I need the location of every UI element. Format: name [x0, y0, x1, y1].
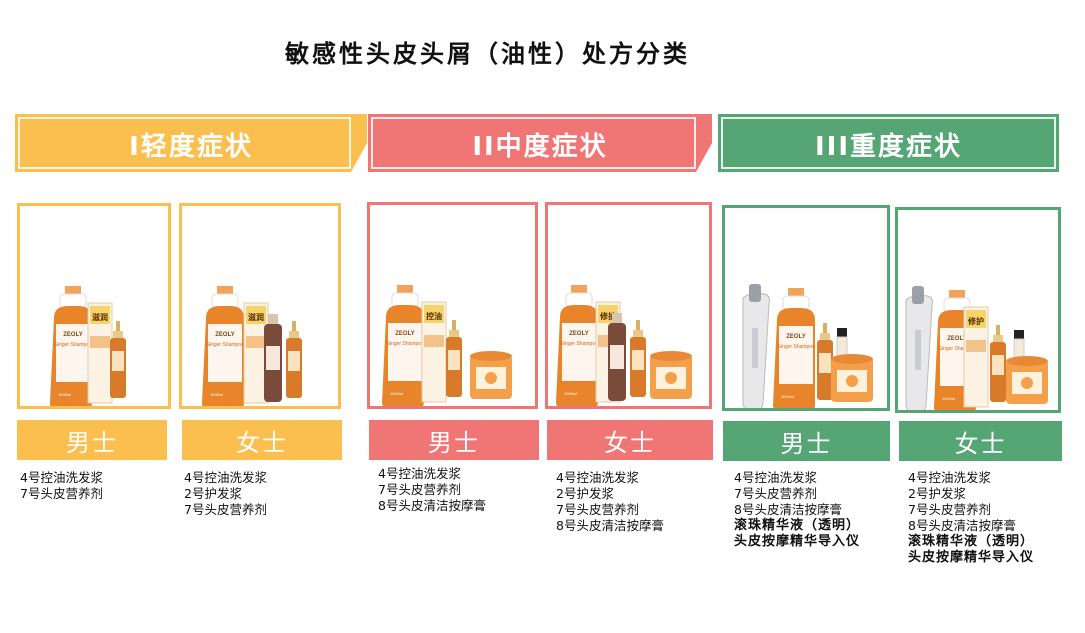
tag-male-severe: 男士 [723, 421, 890, 461]
dropper-bottle-icon [630, 320, 646, 397]
tag-female-mild: 女士 [182, 420, 342, 460]
list-item: 2号护发浆 [908, 486, 966, 501]
svg-text:Ginger Shampoo: Ginger Shampoo [54, 342, 92, 348]
list-item: 7号头皮营养剂 [378, 482, 461, 497]
list-item: 滚珠精华液（透明） [908, 534, 1035, 549]
list-item: 8号头皮清洁按摩膏 [908, 518, 1016, 533]
svg-text:Ginger Shampoo: Ginger Shampoo [938, 346, 976, 352]
product-card-severe-male: ZEOLY Ginger Shampoo 1000ml [722, 205, 890, 411]
list-item: 7号头皮营养剂 [734, 486, 817, 501]
svg-text:滋润: 滋润 [248, 312, 264, 322]
tag-female-severe: 女士 [899, 421, 1062, 461]
level-banner-moderate: II中度症状 [368, 114, 712, 172]
product-card-mild-male: ZEOLY Ginger Shampoo 1000ml 滋润 [17, 203, 171, 409]
shampoo-bottle-icon: ZEOLY Ginger Shampoo 1000ml [202, 286, 244, 406]
svg-text:1000ml: 1000ml [564, 391, 577, 396]
product-image: ZEOLY Ginger Shampoo 1000ml 滋润 [50, 286, 126, 406]
svg-text:Ginger Shampoo: Ginger Shampoo [206, 342, 244, 348]
list-item: 滚珠精华液（透明） [734, 518, 861, 533]
svg-text:ZEOLY: ZEOLY [947, 336, 966, 342]
prescription-list-mild-female: 4号控油洗发浆 2号护发浆 7号头皮营养剂 [184, 470, 267, 518]
list-item: 2号护发浆 [556, 486, 614, 501]
dropper-bottle-icon [110, 321, 126, 398]
product-image: ZEOLY Ginger Shampoo 1000ml 滋润 [202, 286, 302, 406]
list-item: 4号控油洗发浆 [378, 466, 461, 481]
cream-jar-icon [650, 351, 692, 399]
svg-text:ZEOLY: ZEOLY [395, 331, 414, 337]
list-item: 8号头皮清洁按摩膏 [734, 502, 842, 517]
list-item: 头皮按摩精华导入仪 [908, 550, 1035, 565]
list-item: 4号控油洗发浆 [908, 470, 991, 485]
level-label-moderate: II中度症状 [472, 131, 608, 162]
prescription-list-mild-male: 4号控油洗发浆 7号头皮营养剂 [20, 470, 103, 502]
svg-text:Ginger Shampoo: Ginger Shampoo [560, 341, 598, 347]
product-card-moderate-female: ZEOLY Ginger Shampoo 1000ml 修护 [545, 202, 712, 409]
conditioner-bottle-icon [264, 314, 282, 402]
list-item: 4号控油洗发浆 [734, 470, 817, 485]
dropper-bottle-icon [446, 320, 462, 397]
svg-text:Ginger Shampoo: Ginger Shampoo [386, 341, 424, 347]
shampoo-bottle-icon: ZEOLY Ginger Shampoo 1000ml [773, 288, 815, 408]
level-label-mild: I轻度症状 [129, 131, 253, 162]
product-image: ZEOLY Ginger Shampoo 1000ml 修护 [556, 285, 692, 406]
product-box-icon: 控油 [421, 301, 447, 403]
tag-male-mild: 男士 [17, 420, 167, 460]
list-item: 头皮按摩精华导入仪 [734, 534, 861, 549]
list-item: 2号护发浆 [184, 486, 242, 501]
prescription-list-severe-male: 4号控油洗发浆 7号头皮营养剂 8号头皮清洁按摩膏 滚珠精华液（透明） 头皮按摩… [734, 470, 860, 550]
massage-device-icon [905, 286, 933, 410]
cream-jar-icon [1006, 356, 1048, 404]
svg-text:1000ml: 1000ml [390, 391, 403, 396]
svg-text:控油: 控油 [426, 311, 442, 321]
massage-device-icon [742, 284, 770, 408]
dropper-bottle-icon [286, 321, 302, 398]
svg-text:滋润: 滋润 [92, 312, 108, 322]
list-item: 7号头皮营养剂 [184, 502, 267, 517]
svg-text:1000ml: 1000ml [210, 392, 223, 397]
page-title: 敏感性头皮头屑（油性）处方分类 [285, 40, 690, 68]
product-card-severe-female: ZEOLY Ginger Shampoo 1000ml 修护 [895, 207, 1061, 413]
svg-text:ZEOLY: ZEOLY [569, 331, 588, 337]
dropper-bottle-icon [817, 323, 833, 400]
svg-text:Ginger Shampoo: Ginger Shampoo [777, 344, 815, 350]
tag-male-moderate: 男士 [369, 420, 539, 460]
svg-text:ZEOLY: ZEOLY [215, 332, 234, 338]
list-item: 8号头皮清洁按摩膏 [378, 498, 486, 513]
product-box-icon: 滋润 [87, 302, 113, 404]
level-banner-mild: I轻度症状 [15, 114, 367, 172]
svg-text:修护: 修护 [967, 316, 984, 326]
list-item: 7号头皮营养剂 [20, 486, 103, 501]
svg-text:1000ml: 1000ml [58, 392, 71, 397]
level-banner-severe: III重度症状 [718, 114, 1059, 172]
product-image: ZEOLY Ginger Shampoo 1000ml [742, 284, 873, 408]
product-box-icon: 修护 [963, 306, 989, 408]
conditioner-bottle-icon [608, 313, 626, 401]
product-card-moderate-male: ZEOLY Ginger Shampoo 1000ml 控油 [367, 202, 538, 409]
list-item: 7号头皮营养剂 [908, 502, 991, 517]
shampoo-bottle-icon: ZEOLY Ginger Shampoo 1000ml [382, 285, 424, 406]
svg-text:ZEOLY: ZEOLY [63, 332, 82, 338]
prescription-list-severe-female: 4号控油洗发浆 2号护发浆 7号头皮营养剂 8号头皮清洁按摩膏 滚珠精华液（透明… [908, 470, 1034, 566]
shampoo-bottle-icon: ZEOLY Ginger Shampoo 1000ml [556, 285, 598, 406]
dropper-bottle-icon [990, 325, 1006, 402]
product-image: ZEOLY Ginger Shampoo 1000ml 控油 [382, 285, 512, 406]
level-label-severe: III重度症状 [814, 131, 963, 162]
product-image: ZEOLY Ginger Shampoo 1000ml 修护 [905, 286, 1048, 410]
product-card-mild-female: ZEOLY Ginger Shampoo 1000ml 滋润 [179, 203, 341, 409]
list-item: 4号控油洗发浆 [556, 470, 639, 485]
svg-text:1000ml: 1000ml [781, 394, 794, 399]
svg-text:修护: 修护 [599, 311, 616, 321]
cream-jar-icon [470, 351, 512, 399]
list-item: 7号头皮营养剂 [556, 502, 639, 517]
list-item: 4号控油洗发浆 [184, 470, 267, 485]
prescription-list-moderate-male: 4号控油洗发浆 7号头皮营养剂 8号头皮清洁按摩膏 [378, 466, 486, 514]
prescription-list-moderate-female: 4号控油洗发浆 2号护发浆 7号头皮营养剂 8号头皮清洁按摩膏 [556, 470, 664, 534]
list-item: 8号头皮清洁按摩膏 [556, 518, 664, 533]
svg-text:1000ml: 1000ml [942, 396, 955, 401]
svg-text:ZEOLY: ZEOLY [786, 334, 805, 340]
tag-female-moderate: 女士 [547, 420, 713, 460]
list-item: 4号控油洗发浆 [20, 470, 103, 485]
cream-jar-icon [831, 354, 873, 402]
shampoo-bottle-icon: ZEOLY Ginger Shampoo 1000ml [50, 286, 92, 406]
